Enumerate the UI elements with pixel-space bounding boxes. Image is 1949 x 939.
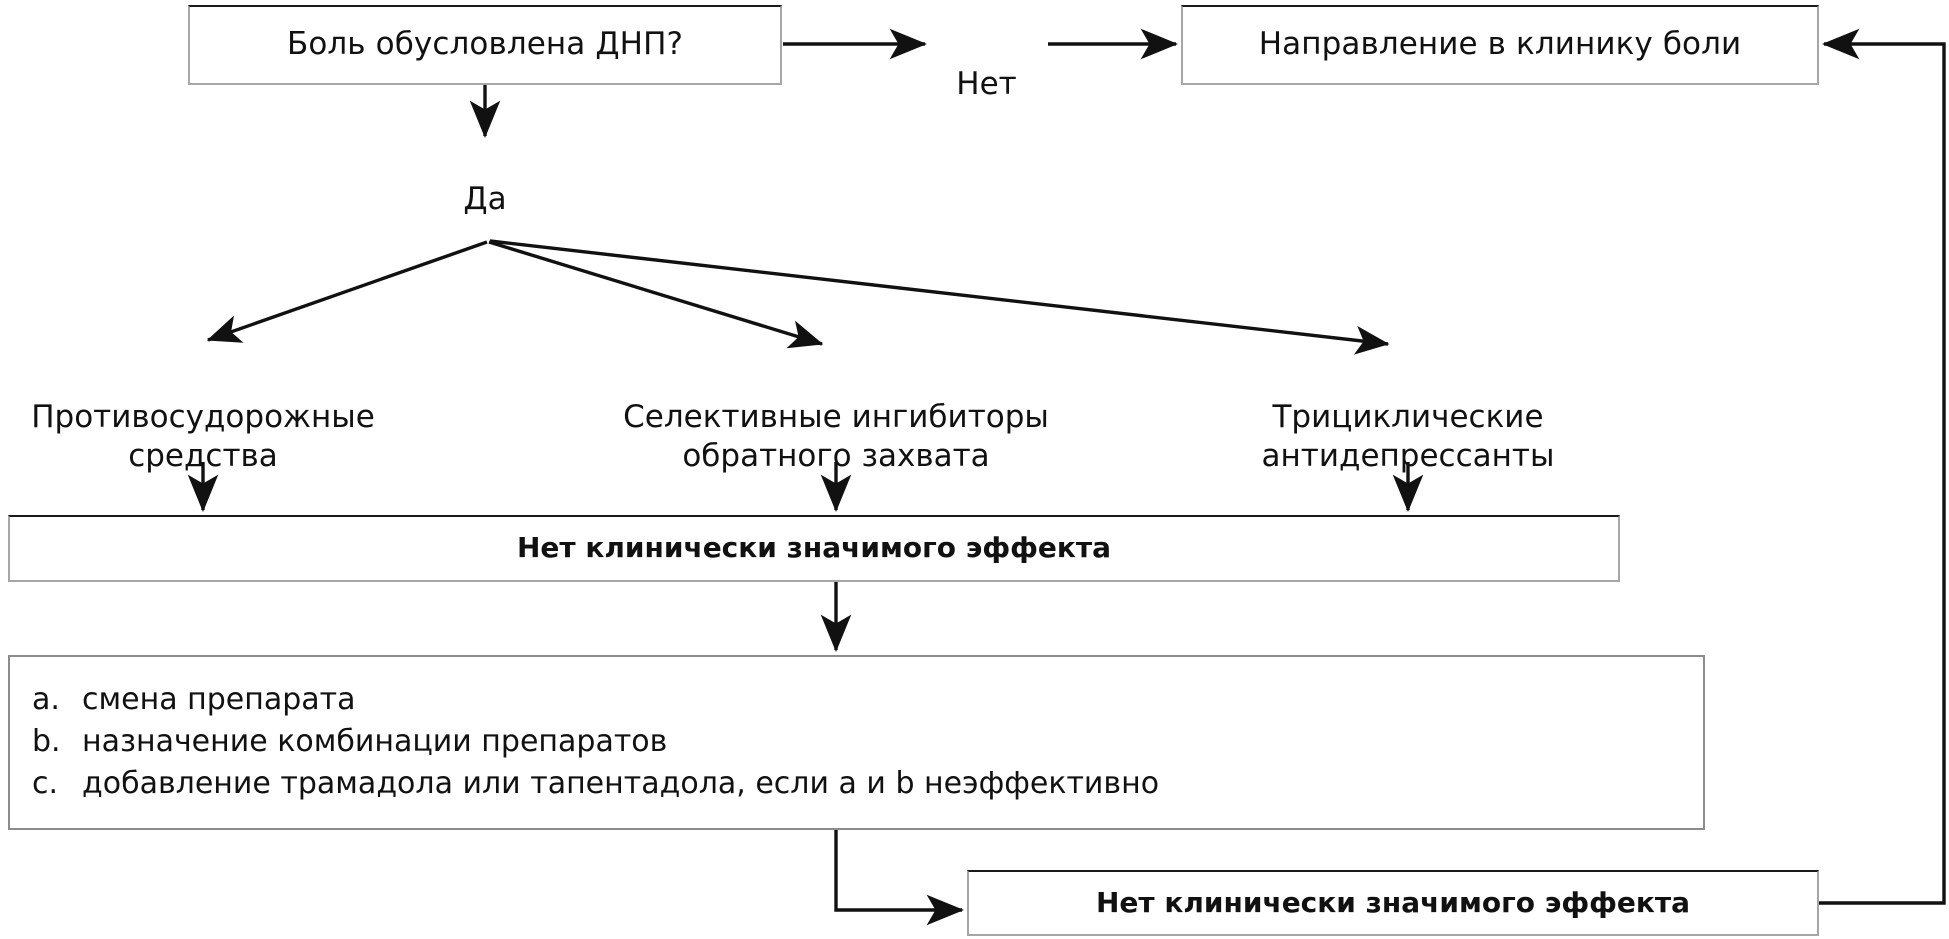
node-no-clinical-effect-2[interactable]: Нет клинически значимого эффекта xyxy=(967,870,1819,936)
edge-yes-to-class2 xyxy=(488,240,824,349)
node-referral-pain-clinic[interactable]: Направление в клинику боли xyxy=(1181,5,1819,85)
node-decision-label: Боль обусловлена ДНП? xyxy=(286,26,684,63)
list-item-text: смена препарата xyxy=(82,682,356,717)
node-drug-class-tricyclics-label: Трициклические антидепрессанты xyxy=(1261,398,1555,475)
node-next-step-options[interactable]: a. смена препарата b. назначение комбина… xyxy=(8,655,1705,830)
node-decision-pain-cause[interactable]: Боль обусловлена ДНП? xyxy=(188,5,782,85)
edge-label-no-text: Нет xyxy=(956,65,1017,102)
node-referral-label: Направление в клинику боли xyxy=(1258,26,1742,63)
edge-noeffect2-to-referral xyxy=(1819,28,1946,905)
list-item: a. смена препарата xyxy=(10,679,1703,721)
node-drug-class-anticonvulsants: Противосудорожные средства xyxy=(0,358,406,477)
list-item-marker: c. xyxy=(32,766,59,801)
node-drug-class-reuptake-inhibitors-label: Селективные ингибиторы обратного захвата xyxy=(623,398,1049,475)
edge-label-no: Нет xyxy=(925,25,1048,104)
list-item: c. добавление трамадола или тапентадола,… xyxy=(10,763,1703,805)
edge-label-yes-text: Да xyxy=(463,180,507,217)
node-no-clinical-effect-1-label: Нет клинически значимого эффекта xyxy=(516,531,1112,565)
node-no-clinical-effect-1[interactable]: Нет клинически значимого эффекта xyxy=(8,515,1620,582)
list-item: b. назначение комбинации препаратов xyxy=(10,721,1703,763)
edge-yes-to-class1 xyxy=(206,240,488,343)
list-item-marker: a. xyxy=(32,682,60,717)
list-item-marker: b. xyxy=(32,724,61,759)
list-item-text: назначение комбинации препаратов xyxy=(82,724,668,759)
edge-yes-to-class3 xyxy=(489,239,1390,355)
edge-options-to-noeffect2 xyxy=(834,830,965,926)
node-no-clinical-effect-2-label: Нет клинически значимого эффекта xyxy=(1095,885,1691,919)
node-drug-class-tricyclics: Трициклические антидепрессанты xyxy=(1152,358,1664,477)
node-drug-class-reuptake-inhibitors: Селективные ингибиторы обратного захвата xyxy=(580,358,1092,477)
edge-label-yes: Да xyxy=(425,140,545,219)
node-drug-class-anticonvulsants-label: Противосудорожные средства xyxy=(31,398,375,475)
list-item-text: добавление трамадола или тапентадола, ес… xyxy=(82,766,1160,801)
